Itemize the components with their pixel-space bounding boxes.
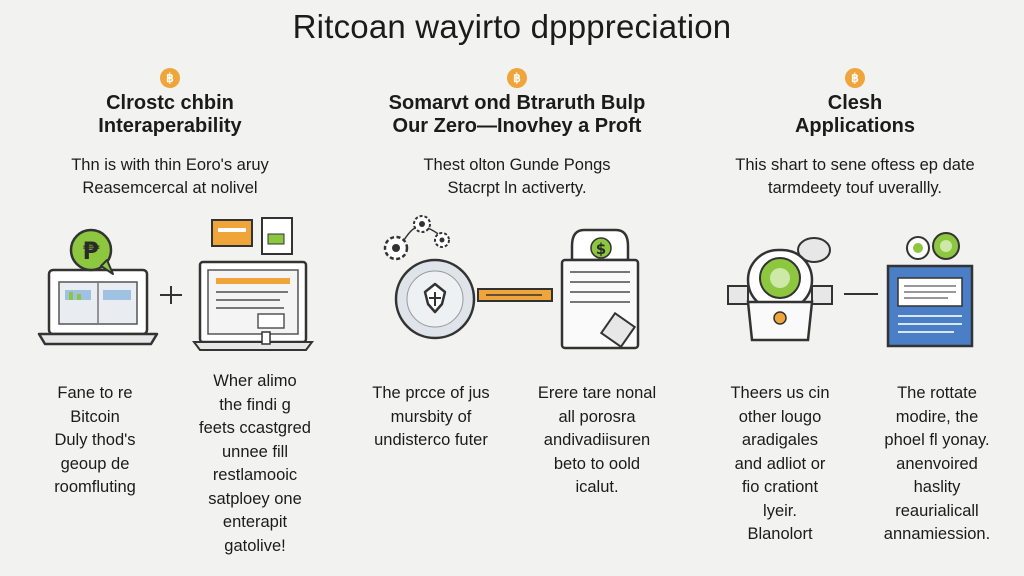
- cash-register-icon: $: [560, 228, 640, 350]
- column-cash-applications: ฿ Clesh Applications This shart to sene …: [700, 68, 1010, 200]
- connector-bar-icon: [477, 288, 553, 302]
- column-heading: Clrostc chbin Interaperability: [98, 92, 242, 137]
- plus-icon: [160, 286, 182, 304]
- blockchain-document-icon: [886, 232, 974, 348]
- column-subtitle: Thn is with thin Eoro's aruy Reasemcerca…: [71, 156, 269, 197]
- globe-shield-icon: [394, 258, 476, 340]
- bitcoin-coin-icon: ฿: [845, 68, 865, 88]
- svg-text:₱: ₱: [83, 237, 100, 265]
- paragraph-col1-right: Wher alimo the findi g feets ccastgred u…: [199, 372, 311, 555]
- column-interoperability: ฿ Clrostc chbin Interaperability Thn is …: [40, 68, 300, 200]
- computer-documents-icon: [192, 217, 314, 351]
- bitcoin-coin-icon: ฿: [507, 68, 527, 88]
- minus-icon: [844, 293, 878, 295]
- column-subtitle: This shart to sene oftess ep date tarmde…: [735, 156, 975, 197]
- gears-icon: [383, 215, 450, 261]
- column-heading: Clesh Applications: [794, 92, 915, 137]
- paragraph-col3-left: Theers us cin other lougo aradigales and…: [730, 384, 830, 543]
- paragraph-col2-right: Erere tare nonal all porosra andivadiisu…: [537, 384, 657, 496]
- laptop-speech-bubble-icon: ₱: [37, 228, 159, 346]
- column-zero-innovation: ฿ Somarvt ond Btraruth Bulp Our Zero—Ino…: [352, 68, 682, 200]
- column-heading: Somarvt ond Btraruth Bulp Our Zero—Inovh…: [388, 92, 646, 137]
- svg-text:$: $: [596, 240, 606, 258]
- paragraph-col3-right: The rottate modire, the phoel fl yonay. …: [883, 384, 991, 543]
- column-subtitle: Thest olton Gunde Pongs Stacrpt ln activ…: [423, 156, 611, 197]
- paragraph-col2-left: The prcce of jus mursbity of undisterco …: [372, 384, 490, 449]
- page-title: Ritcoan wayirto dpppreciation: [292, 8, 732, 45]
- paragraph-col1-left: Fane to re Bitcoin Duly thod's geoup de …: [54, 384, 136, 496]
- bitcoin-coin-icon: ฿: [160, 68, 180, 88]
- mining-machine-icon: [727, 237, 833, 342]
